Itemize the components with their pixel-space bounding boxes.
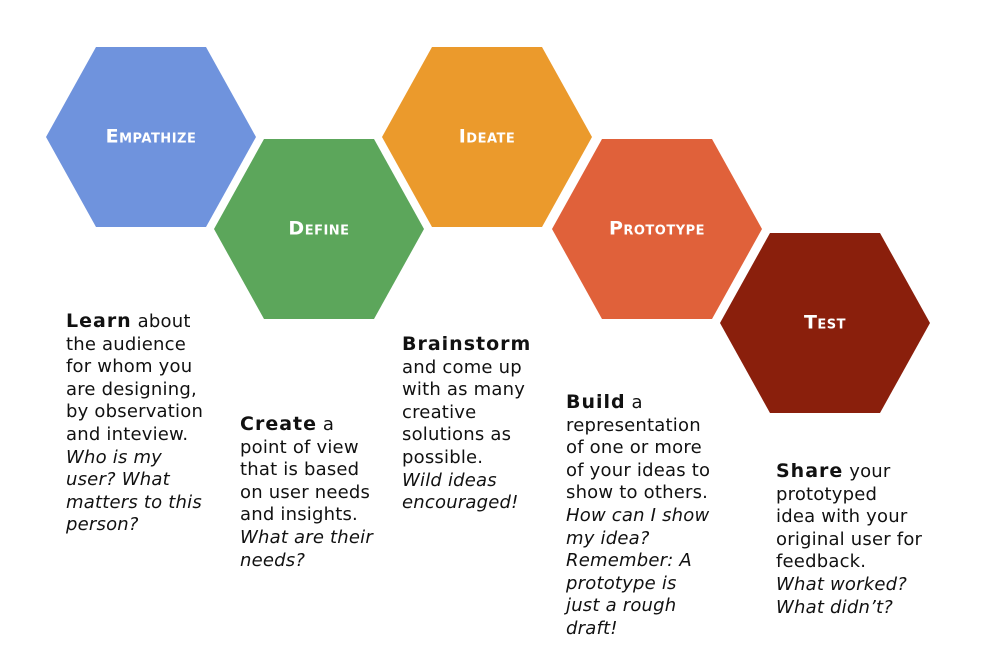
hexagon-empathize-shape	[46, 47, 256, 227]
prototype-body: a representation of one or more of your …	[566, 392, 711, 504]
define-question: What are their needs?	[240, 526, 373, 571]
hexagon-ideate: Ideate	[382, 47, 592, 227]
define-description: Create a point of view that is based on …	[240, 413, 430, 572]
test-body: your prototyped idea with your original …	[776, 461, 923, 573]
define-body: a point of view that is based on user ne…	[240, 414, 371, 526]
hexagon-define-shape	[214, 139, 424, 319]
hexagon-test-label: Test	[804, 312, 846, 334]
prototype-lead-word: Build	[566, 391, 626, 413]
empathize-question: Who is my user? What matters to this per…	[66, 446, 202, 536]
hexagon-prototype: Prototype	[552, 139, 762, 319]
ideate-description: Brainstorm and come up with as many crea…	[402, 333, 592, 515]
hexagon-ideate-label: Ideate	[459, 126, 516, 148]
empathize-body: about the audience for whom you are desi…	[66, 311, 204, 445]
define-lead-word: Create	[240, 413, 317, 435]
hexagon-ideate-shape	[382, 47, 592, 227]
hexagon-test-shape	[720, 233, 930, 413]
test-question: What worked? What didn’t?	[776, 573, 908, 618]
ideate-question: Wild ideas encouraged!	[402, 469, 519, 514]
hexagon-test: Test	[720, 233, 930, 413]
empathize-lead-word: Learn	[66, 310, 132, 332]
ideate-body: and come up with as many creative soluti…	[402, 356, 526, 468]
hexagon-empathize-label: Empathize	[106, 126, 197, 148]
hexagon-prototype-label: Prototype	[609, 218, 705, 240]
test-description: Share your prototyped idea with your ori…	[776, 460, 976, 619]
hexagon-empathize: Empathize	[46, 47, 256, 227]
hexagon-define: Define	[214, 139, 424, 319]
hexagon-define-label: Define	[288, 218, 349, 240]
empathize-description: Learn about the audience for whom you ar…	[66, 310, 256, 537]
prototype-description: Build a representation of one or more of…	[566, 391, 766, 641]
test-lead-word: Share	[776, 460, 844, 482]
ideate-lead-word: Brainstorm	[402, 333, 532, 355]
hexagon-prototype-shape	[552, 139, 762, 319]
prototype-question: How can I show my idea? Remember: A prot…	[566, 504, 710, 639]
